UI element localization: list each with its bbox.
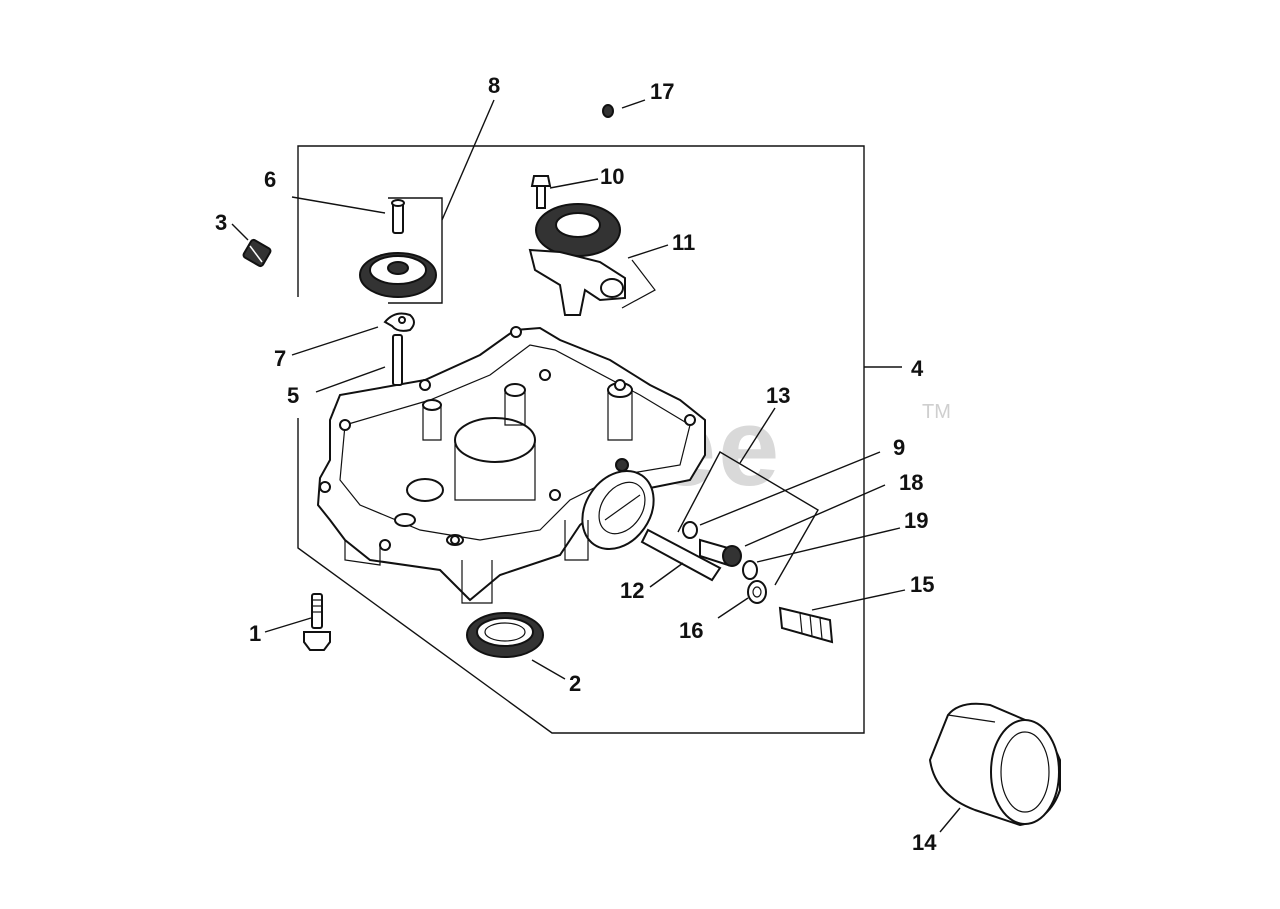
callout-18: 18 <box>899 470 923 495</box>
callout-5: 5 <box>287 383 299 408</box>
leader-lines <box>231 99 961 833</box>
callout-4: 4 <box>911 356 924 381</box>
part-10-bolt <box>530 175 552 209</box>
part-5-pin <box>392 334 403 386</box>
callout-12: 12 <box>620 578 644 603</box>
part-8-gear <box>359 252 437 298</box>
part-14-oil-filter <box>928 702 1061 827</box>
callout-13: 13 <box>766 383 790 408</box>
callout-10: 10 <box>600 164 624 189</box>
part-1-bolt <box>303 593 331 651</box>
callout-16: 16 <box>679 618 703 643</box>
part-18-fitting <box>699 538 742 567</box>
oil-pan-body <box>316 326 706 604</box>
assembly-boundary <box>297 145 902 734</box>
callout-2: 2 <box>569 671 581 696</box>
callout-8: 8 <box>488 73 500 98</box>
part-9-oring <box>682 521 698 539</box>
callout-19: 19 <box>904 508 928 533</box>
part-19-oring <box>742 560 758 580</box>
callout-17: 17 <box>650 79 674 104</box>
callout-labels: 1 2 3 4 5 6 7 8 9 10 11 12 13 14 15 16 1… <box>215 73 937 855</box>
part-6-shaft <box>391 199 405 234</box>
callout-9: 9 <box>893 435 905 460</box>
callout-1: 1 <box>249 621 261 646</box>
part-12-tube <box>640 528 722 582</box>
part-15-nipple <box>778 606 834 644</box>
part-11-pump <box>528 203 656 316</box>
callout-15: 15 <box>910 572 934 597</box>
part-16-washer <box>747 580 767 604</box>
part-3-plug <box>242 238 272 268</box>
part-2-seal <box>466 612 544 658</box>
subassembly-bracket-13 <box>677 451 819 586</box>
watermark-trademark: TM <box>922 401 951 423</box>
subassembly-bracket-8 <box>388 99 495 304</box>
part-7-clip <box>383 312 415 332</box>
callout-11: 11 <box>672 230 695 255</box>
callout-14: 14 <box>912 830 937 855</box>
callout-6: 6 <box>264 167 276 192</box>
part-17-nut <box>602 104 614 118</box>
callout-7: 7 <box>274 346 286 371</box>
callout-3: 3 <box>215 210 227 235</box>
